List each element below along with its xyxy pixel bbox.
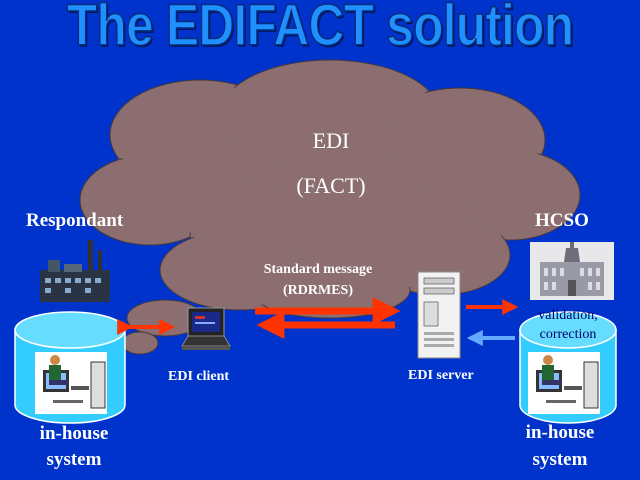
operator-workstation-icon-right — [528, 352, 600, 414]
cloud-label-fact: (FACT) — [296, 173, 366, 198]
edi-server-icon — [417, 271, 461, 359]
hcso-label: HCSO — [535, 210, 589, 231]
inhouse-left-line2: system — [46, 449, 102, 470]
edi-client-computer-icon — [181, 307, 231, 350]
inhouse-left-line1: in-house — [39, 423, 109, 444]
inhouse-right-line2: system — [532, 449, 588, 470]
slide-title: The EDIFACT solution — [66, 0, 575, 58]
hcso-building-icon — [530, 242, 614, 300]
rdrmes-label: (RDRMES) — [283, 283, 353, 298]
edi-client-label: EDI client — [168, 369, 230, 384]
factory-icon — [40, 240, 110, 302]
validation-label: validation, — [538, 308, 598, 323]
standard-message-label: Standard message — [263, 262, 373, 277]
correction-label: correction — [539, 327, 597, 342]
edi-server-label: EDI server — [408, 368, 474, 383]
operator-workstation-icon-left — [35, 352, 107, 414]
inhouse-right-line1: in-house — [525, 422, 595, 443]
respondent-label: Respondant — [26, 210, 124, 231]
cloud-label-edi: EDI — [312, 128, 350, 153]
